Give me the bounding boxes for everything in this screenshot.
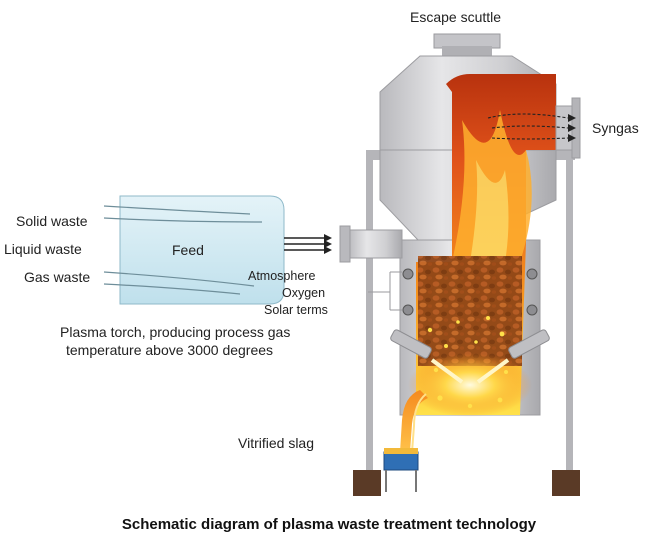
label-plasma-torch-line1: Plasma torch, producing process gas	[60, 324, 291, 340]
label-atmosphere: Atmosphere	[248, 269, 316, 283]
slag-bin	[383, 451, 419, 471]
gas-nozzles	[402, 268, 538, 316]
syngas-flow-arrows	[487, 113, 569, 140]
label-solid-waste: Solid waste	[16, 213, 88, 229]
label-liquid-waste: Liquid waste	[4, 241, 82, 257]
escape-scuttle	[433, 33, 501, 56]
feed-flow-arrows	[284, 237, 326, 251]
plasma-torch-left	[390, 329, 464, 384]
plasma-torch-right	[476, 329, 550, 384]
feed-tank	[103, 195, 285, 305]
right-foot	[552, 470, 580, 496]
label-escape-scuttle: Escape scuttle	[410, 9, 502, 25]
label-vitrified-slag: Vitrified slag	[238, 435, 315, 451]
label-syngas: Syngas	[592, 120, 639, 136]
waste-bed	[418, 256, 522, 366]
feed-inlet-pipe	[339, 225, 403, 263]
slag-discharge	[383, 390, 428, 492]
label-oxygen: Oxygen	[282, 286, 326, 300]
diagram-caption: Schematic diagram of plasma waste treatm…	[121, 516, 537, 533]
label-solar-terms: Solar terms	[264, 303, 328, 317]
left-foot	[353, 470, 381, 496]
label-gas-waste: Gas waste	[24, 269, 91, 285]
label-plasma-torch-line2: temperature above 3000 degrees	[66, 342, 274, 358]
label-feed: Feed	[172, 242, 204, 258]
